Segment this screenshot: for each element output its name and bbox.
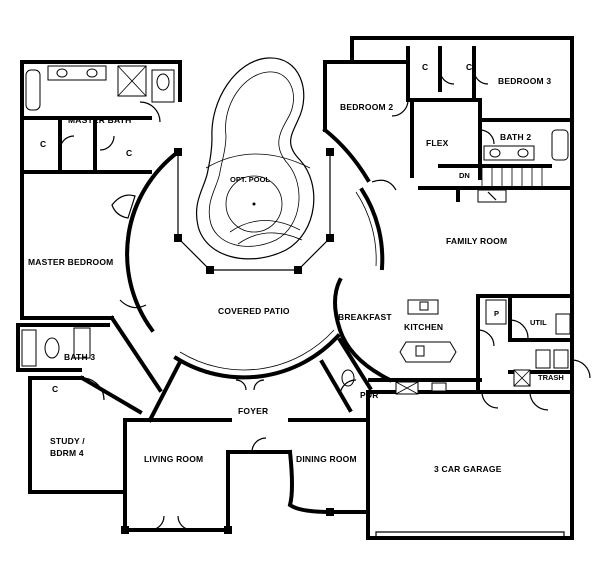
pantry-label: P [494,309,499,318]
bath2-fixtures [483,129,569,161]
master-bath-label: MASTER BATH [68,115,131,125]
closet-label: C [466,62,472,72]
garage-walls [366,390,574,540]
door-swings-east [371,69,495,191]
breakfast-label: BREAKFAST [338,312,392,322]
door-swings-kitchen [477,319,591,411]
bedroom-3-label: BEDROOM 3 [498,76,551,86]
front-walls [79,315,373,532]
trash-label: TRASH [538,373,564,382]
covered-patio-ring [125,149,385,380]
stairs-down-label: DN [459,171,470,180]
bath3-label: BATH 3 [64,352,95,362]
pdr-label: PDR [360,390,379,400]
foyer-label: FOYER [238,406,268,416]
door-swings-west [59,101,161,309]
master-bedroom-label: MASTER BEDROOM [28,257,113,267]
living-room-label: LIVING ROOM [144,454,203,464]
bath-2-label: BATH 2 [500,132,531,142]
opt-pool-label: OPT. POOL [230,175,270,184]
kitchen-fixtures [395,299,571,395]
patio-columns [174,148,334,274]
pool [196,57,315,260]
pool-deck [177,152,331,271]
west-wing-walls [16,60,182,494]
family-room-label: FAMILY ROOM [446,236,507,246]
stairs [481,166,543,188]
closet-label: C [40,139,46,149]
dining-room-label: DINING ROOM [296,454,357,464]
covered-patio-label: COVERED PATIO [218,306,290,316]
master-bath-fixtures [25,65,175,111]
bedroom-2-label: BEDROOM 2 [340,102,393,112]
closet-label: C [52,384,58,394]
flex-label: FLEX [426,138,449,148]
util-label: UTIL [530,318,547,327]
closet-label: C [126,148,132,158]
study-label-line2: BDRM 4 [50,448,84,458]
study-label: STUDY / [50,436,85,446]
closet-label: C [422,62,428,72]
garage-label: 3 CAR GARAGE [434,464,502,474]
front-fixtures [121,369,357,534]
bath3-fixtures [21,327,91,367]
kitchen-label: KITCHEN [404,322,443,332]
